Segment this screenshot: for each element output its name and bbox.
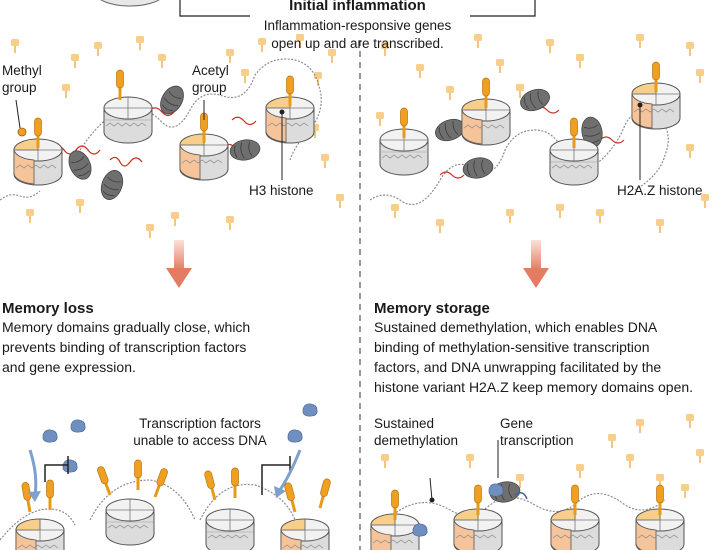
memory-storage-line-1: Sustained demethylation, which enables D…: [374, 319, 658, 335]
h3-histone-label: H3 histone: [249, 183, 314, 198]
memory-storage-line-3: factors, and DNA unwrapping facilitated …: [374, 359, 662, 375]
acetyl-label-line-1: Acetyl: [192, 63, 229, 78]
tf-label-line-2: unable to access DNA: [133, 433, 267, 448]
memory-storage-line-2: binding of methylation-sensitive transcr…: [374, 339, 650, 355]
memory-storage-block: Memory storage Sustained demethylation, …: [374, 300, 714, 397]
top-right-chromatin: [369, 33, 710, 234]
h2az-histone-label: H2A.Z histone: [617, 183, 703, 198]
sustained-demethylation-label: Sustained demethylation: [374, 415, 458, 449]
methyl-label-line-1: Methyl: [2, 63, 42, 78]
top-left-cell-shape: [100, 0, 160, 7]
acetyl-group-label: Acetyl group: [192, 62, 229, 96]
subtitle-line-2: open up and are transcribed.: [271, 36, 444, 51]
memory-loss-block: Memory loss Memory domains gradually clo…: [2, 300, 352, 377]
gene-transcription-label: Gene transcription: [500, 415, 574, 449]
tf-label-line-1: Transcription factors: [139, 416, 261, 431]
subtitle-line-1: Inflammation-responsive genes: [263, 18, 452, 33]
gt-label-line-2: transcription: [500, 433, 574, 448]
memory-loss-line-1: Memory domains gradually close, which: [2, 319, 251, 335]
memory-loss-line-2: prevents binding of transcription factor…: [2, 339, 247, 355]
arrow-right: [523, 240, 549, 288]
memory-storage-line-4: histone variant H2A.Z keep memory domain…: [374, 379, 694, 395]
arrow-left: [166, 240, 192, 288]
right-connector-line: [470, 0, 536, 17]
memory-storage-title: Memory storage: [374, 300, 490, 317]
gt-label-line-1: Gene: [500, 416, 534, 431]
initial-inflammation-subtitle: Inflammation-responsive genes open up an…: [0, 17, 715, 53]
initial-inflammation-title: Initial inflammation: [289, 0, 426, 14]
sd-label-line-1: Sustained: [374, 416, 435, 431]
bottom-left-chromatin: [0, 403, 333, 550]
sd-label-line-2: demethylation: [374, 433, 459, 448]
memory-loss-title: Memory loss: [2, 300, 94, 317]
acetyl-label-line-2: group: [192, 80, 227, 95]
methyl-label-line-2: group: [2, 80, 37, 95]
tf-unable-label: Transcription factors unable to access D…: [100, 415, 300, 449]
methyl-group-label: Methyl group: [2, 62, 42, 96]
memory-loss-line-3: and gene expression.: [2, 359, 136, 375]
left-connector-line: [179, 0, 250, 17]
top-left-chromatin: [0, 33, 345, 239]
bottom-right-chromatin: [369, 413, 705, 550]
